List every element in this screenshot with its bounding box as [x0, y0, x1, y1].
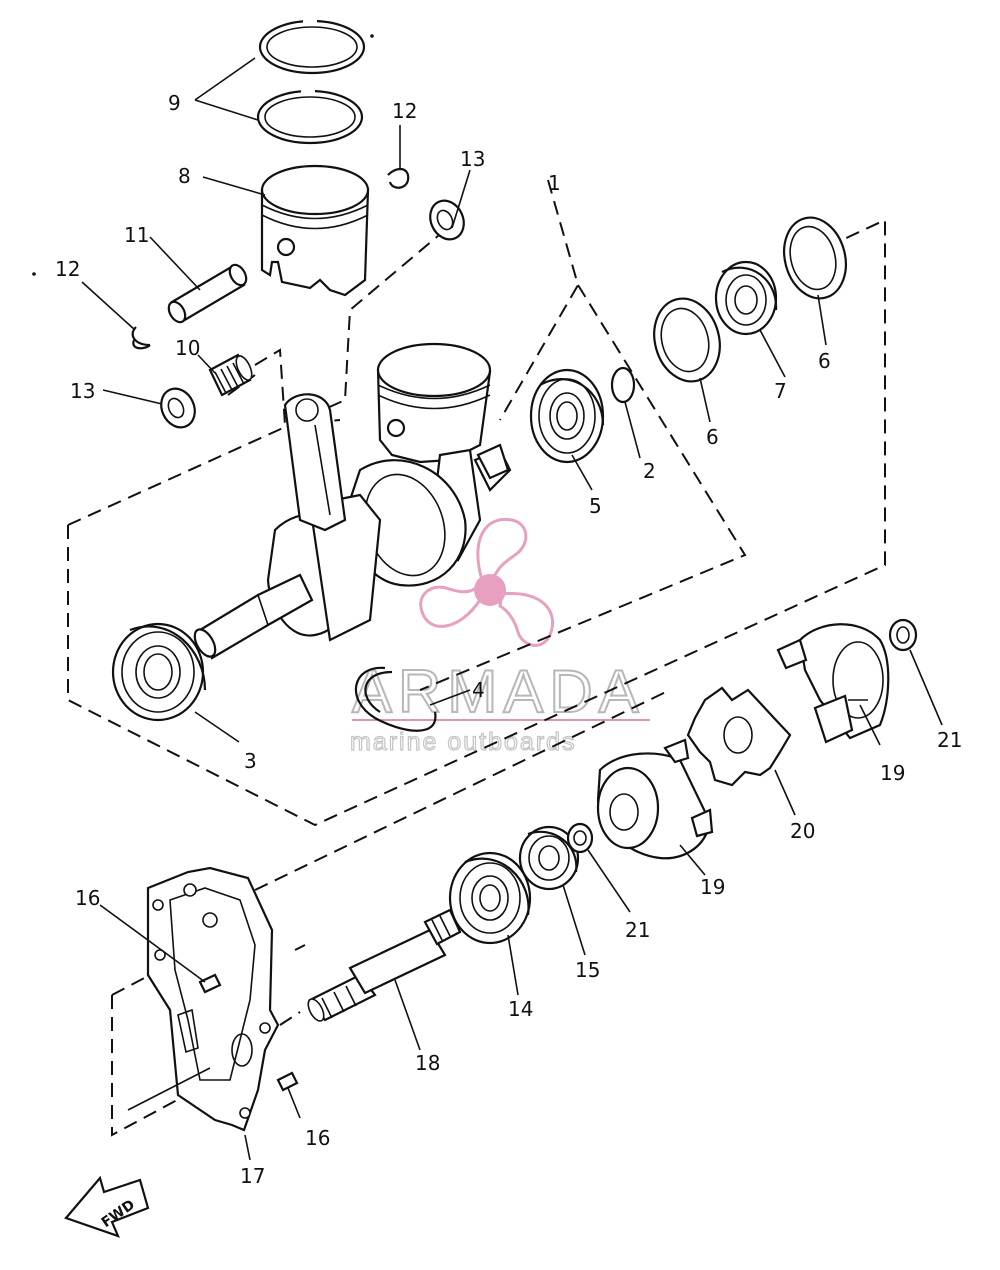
label-part-16-upper: 16 — [75, 886, 100, 910]
crankshaft-assembly — [193, 342, 512, 660]
crank-seal-ring — [354, 666, 437, 732]
circlip-right — [387, 167, 410, 189]
rubber-damper — [686, 686, 792, 787]
label-part-21-lower: 21 — [625, 918, 650, 942]
label-part-7: 7 — [774, 379, 787, 403]
coupling-upper — [776, 623, 890, 744]
circlip-left — [131, 326, 151, 350]
piston-ring-lower — [256, 86, 364, 145]
speck — [370, 34, 374, 38]
label-part-14: 14 — [508, 997, 533, 1021]
drive-washer-upper — [888, 618, 918, 652]
label-part-21-upper: 21 — [937, 728, 962, 752]
drive-bearing-large — [448, 851, 532, 945]
label-part-12-left: 12 — [55, 257, 80, 281]
drive-shaft — [307, 908, 462, 1022]
coupling-lower — [596, 738, 714, 860]
label-part-8: 8 — [178, 164, 191, 188]
outer-bearing — [714, 260, 778, 336]
label-part-10: 10 — [175, 336, 200, 360]
label-part-11: 11 — [124, 223, 149, 247]
label-part-20: 20 — [790, 819, 815, 843]
o-ring — [610, 366, 636, 404]
assembly-outline-crankshaft — [67, 179, 886, 827]
thrust-washer-left — [160, 387, 196, 429]
drive-bearing-small — [518, 825, 580, 891]
label-part-5: 5 — [589, 494, 602, 518]
leader-lines — [81, 57, 943, 1161]
label-part-13-left: 13 — [70, 379, 95, 403]
label-part-12-top: 12 — [392, 99, 417, 123]
label-part-9: 9 — [168, 91, 181, 115]
label-part-19-upper: 19 — [880, 761, 905, 785]
label-part-6-outer: 6 — [818, 349, 831, 373]
assembly-outline-drive — [111, 689, 671, 1137]
watermark-subtitle: marine outboards — [350, 728, 577, 756]
oil-seal-outer — [783, 216, 847, 300]
label-part-3: 3 — [244, 749, 257, 773]
label-part-2: 2 — [643, 459, 656, 483]
forward-direction-arrow: FWD — [64, 1175, 150, 1238]
main-bearing-rear — [529, 368, 605, 464]
dowel-pin-upper — [198, 973, 222, 994]
label-part-6-inner: 6 — [706, 425, 719, 449]
label-part-1: 1 — [548, 171, 561, 195]
label-part-16-lower: 16 — [305, 1126, 330, 1150]
watermark-logo: ARMADA marine outboards — [349, 517, 650, 757]
base-gasket — [146, 866, 280, 1132]
label-part-15: 15 — [575, 958, 600, 982]
piston — [260, 164, 370, 297]
dowel-pin-lower — [276, 1071, 299, 1092]
piston-ring-upper — [258, 16, 366, 75]
label-part-13-top: 13 — [460, 147, 485, 171]
piston-pin — [167, 263, 248, 324]
label-part-18: 18 — [415, 1051, 440, 1075]
propeller-icon — [419, 517, 554, 647]
watermark-title: ARMADA — [352, 658, 645, 725]
oil-seal-inner — [653, 297, 721, 383]
label-part-19-lower: 19 — [700, 875, 725, 899]
label-part-17: 17 — [240, 1164, 265, 1188]
speck — [32, 272, 36, 276]
thrust-washer-right — [429, 199, 465, 241]
needle-bearing — [208, 353, 253, 397]
main-bearing-front — [111, 622, 207, 722]
drive-washer-lower — [566, 822, 594, 854]
part-labels: 9 8 12 13 1 11 12 10 13 6 7 6 2 5 4 21 3… — [55, 91, 962, 1188]
label-part-4: 4 — [472, 678, 485, 702]
